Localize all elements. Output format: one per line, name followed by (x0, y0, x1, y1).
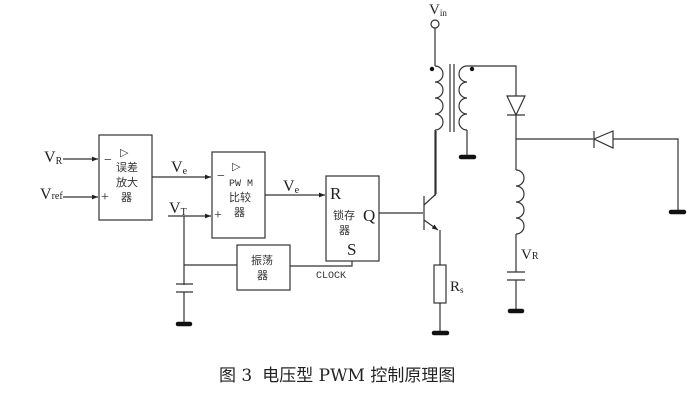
ve-label-1: Ve (171, 159, 188, 177)
oscillator-block: 振荡 器 (236, 244, 291, 291)
rectifier-diode-icon (506, 95, 526, 117)
error-amp-text-1: 误差 (116, 160, 138, 174)
oscillator-box (236, 244, 291, 291)
latch-block: R Q S 锁存 器 (325, 175, 380, 262)
pwm-plus: + (214, 208, 222, 223)
svg-text:VT: VT (169, 200, 187, 218)
error-amp-text-3: 器 (121, 191, 132, 204)
output-capacitor-icon (507, 271, 525, 281)
pwm-text-2: 比较 (229, 190, 251, 204)
secondary-top-wire (467, 65, 517, 96)
sense-resistor-icon (433, 264, 447, 304)
ve-label-2: Ve (283, 178, 300, 196)
svg-text:Rs: Rs (450, 279, 464, 295)
vin-terminal-icon (430, 19, 440, 29)
error-amp-minus: − (104, 153, 112, 168)
vr-output-label: VR (521, 247, 539, 263)
clock-label: CLOCK (316, 271, 346, 282)
svg-text:Vin: Vin (429, 2, 447, 18)
svg-text:VR: VR (521, 247, 539, 263)
clock-wire (290, 261, 353, 267)
svg-text:VR: VR (44, 149, 63, 167)
latch-text-2: 器 (339, 224, 350, 237)
vin-label: Vin (429, 2, 447, 18)
vt-label: VT (169, 200, 187, 218)
error-amp-plus: + (101, 190, 109, 205)
pwm-comparator-block: ▷ − + PW M 比较 器 (211, 151, 266, 239)
pwm-text-3: 器 (234, 206, 245, 219)
rs-label: Rs (450, 279, 464, 295)
freewheel-right-wire (613, 138, 679, 211)
comparator-symbol-icon: ▷ (232, 160, 241, 173)
transformer-primary-coil-icon (429, 65, 444, 196)
latch-box (325, 175, 380, 262)
latch-pin-r: R (330, 184, 342, 203)
oscillator-text-2: 器 (257, 269, 268, 282)
pwm-text-1: PW M (229, 179, 253, 190)
transformer-secondary-coil-icon (458, 65, 475, 156)
output-inductor-icon (515, 169, 525, 235)
error-amp-text-2: 放大 (116, 175, 138, 189)
pwm-minus: − (217, 169, 225, 184)
vref-input-label: Vref (40, 186, 63, 203)
error-amplifier-block: ▷ − + 误差 放大 器 (98, 134, 153, 221)
latch-pin-s: S (347, 240, 356, 259)
transformer-core-icon (449, 64, 455, 132)
svg-text:Vref: Vref (40, 186, 63, 203)
oscillator-text-1: 振荡 (251, 253, 273, 267)
freewheel-diode-icon (592, 130, 614, 149)
svg-text:Ve: Ve (283, 178, 300, 196)
pwm-comparator-box (211, 151, 266, 239)
opamp-symbol-icon: ▷ (120, 146, 129, 159)
error-amp-box (98, 134, 153, 221)
npn-transistor-icon (423, 131, 441, 265)
latch-text-1: 锁存 (333, 208, 355, 222)
latch-pin-q: Q (363, 206, 375, 225)
svg-text:Ve: Ve (171, 159, 188, 177)
vr-input-label: VR (44, 149, 63, 167)
